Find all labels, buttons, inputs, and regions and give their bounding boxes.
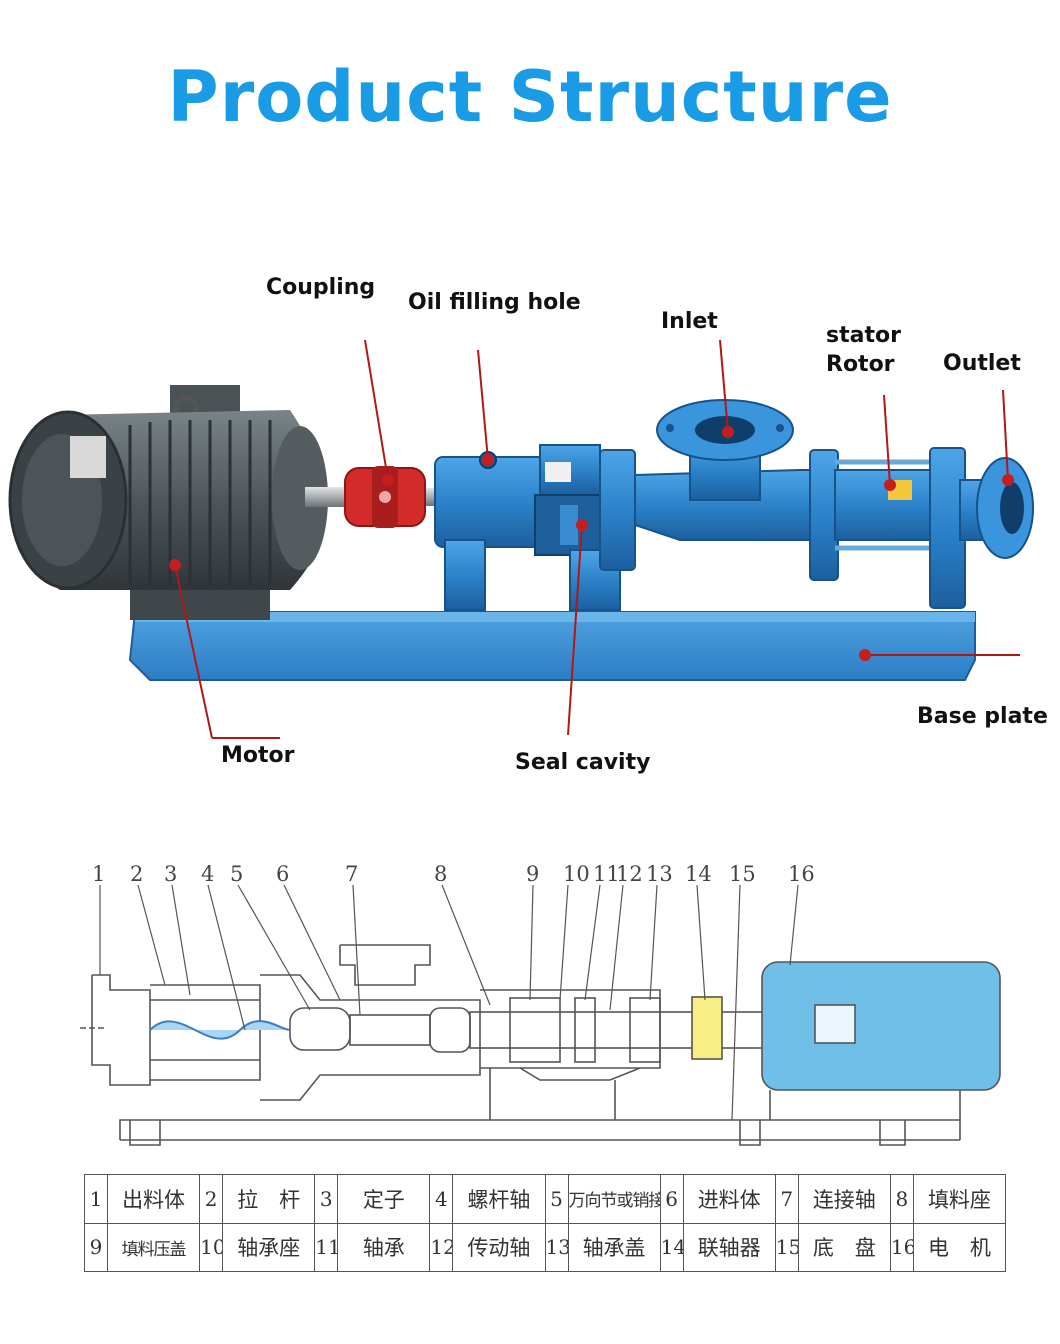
part-number: 14 bbox=[685, 862, 712, 886]
label-rotor: Rotor bbox=[826, 352, 895, 377]
legend-name: 轴承座 bbox=[222, 1222, 316, 1272]
label-motor: Motor bbox=[221, 743, 295, 768]
part-number: 1 bbox=[92, 862, 106, 886]
legend-name: 定子 bbox=[337, 1174, 431, 1224]
part-number: 2 bbox=[130, 862, 144, 886]
legend-name: 螺杆轴 bbox=[452, 1174, 546, 1224]
part-number: 15 bbox=[729, 862, 756, 886]
label-coupling: Coupling bbox=[266, 275, 376, 300]
leader-dots bbox=[169, 426, 1014, 661]
part-number: 16 bbox=[788, 862, 815, 886]
part-number: 5 bbox=[230, 862, 244, 886]
label-inlet: Inlet bbox=[661, 309, 718, 334]
legend-name: 出料体 bbox=[106, 1174, 201, 1224]
legend-name: 轴承 bbox=[337, 1222, 431, 1272]
legend-num: 15 bbox=[774, 1222, 799, 1272]
base-plate bbox=[128, 611, 976, 681]
legend-num: 6 bbox=[659, 1174, 684, 1224]
legend-num: 4 bbox=[429, 1174, 454, 1224]
legend-num: 14 bbox=[659, 1222, 684, 1272]
part-number: 8 bbox=[434, 862, 448, 886]
legend-num: 5 bbox=[544, 1174, 569, 1224]
legend-num: 11 bbox=[314, 1222, 339, 1272]
part-number: 4 bbox=[201, 862, 215, 886]
parts-legend-table: 1 出料体 2 拉 杆 3 定子 4 螺杆轴 5 万向节或销接 6 进料体 7 … bbox=[84, 1174, 1007, 1272]
legend-name: 填料压盖 bbox=[106, 1222, 201, 1272]
legend-num: 10 bbox=[199, 1222, 224, 1272]
stator-section bbox=[809, 447, 966, 609]
motor bbox=[8, 385, 328, 620]
legend-name: 传动轴 bbox=[452, 1222, 546, 1272]
part-number: 13 bbox=[646, 862, 673, 886]
part-number: 10 bbox=[563, 862, 590, 886]
legend-name: 万向节或销接 bbox=[567, 1174, 661, 1224]
legend-num: 12 bbox=[429, 1222, 454, 1272]
legend-num: 2 bbox=[199, 1174, 224, 1224]
leader-lines bbox=[174, 339, 1020, 739]
legend-name: 底 盘 bbox=[797, 1222, 891, 1272]
legend-name: 拉 杆 bbox=[222, 1174, 316, 1224]
page-title: Product Structure bbox=[167, 56, 893, 138]
part-number: 6 bbox=[276, 862, 290, 886]
legend-name: 联轴器 bbox=[682, 1222, 776, 1272]
legend-num: 3 bbox=[314, 1174, 339, 1224]
part-number: 3 bbox=[164, 862, 178, 886]
legend-name: 填料座 bbox=[912, 1174, 1007, 1224]
label-base-plate: Base plate bbox=[917, 704, 1048, 729]
legend-num: 8 bbox=[889, 1174, 914, 1224]
legend-row: 9 填料压盖 10 轴承座 11 轴承 12 传动轴 13 轴承盖 14 联轴器… bbox=[84, 1222, 1007, 1272]
bearing-housing bbox=[434, 444, 601, 611]
label-seal-cavity: Seal cavity bbox=[515, 750, 651, 775]
legend-name: 进料体 bbox=[682, 1174, 776, 1224]
legend-num: 7 bbox=[774, 1174, 799, 1224]
legend-num: 13 bbox=[544, 1222, 569, 1272]
part-number: 9 bbox=[526, 862, 540, 886]
part-number: 11 bbox=[593, 862, 620, 886]
part-number: 7 bbox=[345, 862, 359, 886]
legend-num: 1 bbox=[84, 1174, 108, 1224]
legend-name: 轴承盖 bbox=[567, 1222, 661, 1272]
legend-num: 9 bbox=[84, 1222, 108, 1272]
legend-name: 电 机 bbox=[912, 1222, 1007, 1272]
outlet-flange bbox=[959, 457, 1034, 559]
pump-body bbox=[634, 399, 821, 541]
label-oil-filling-hole: Oil filling hole bbox=[408, 290, 581, 315]
part-number: 12 bbox=[616, 862, 643, 886]
legend-num: 16 bbox=[889, 1222, 914, 1272]
label-stator: stator bbox=[826, 323, 901, 348]
legend-row: 1 出料体 2 拉 杆 3 定子 4 螺杆轴 5 万向节或销接 6 进料体 7 … bbox=[84, 1174, 1007, 1224]
label-outlet: Outlet bbox=[943, 351, 1021, 376]
legend-name: 连接轴 bbox=[797, 1174, 891, 1224]
